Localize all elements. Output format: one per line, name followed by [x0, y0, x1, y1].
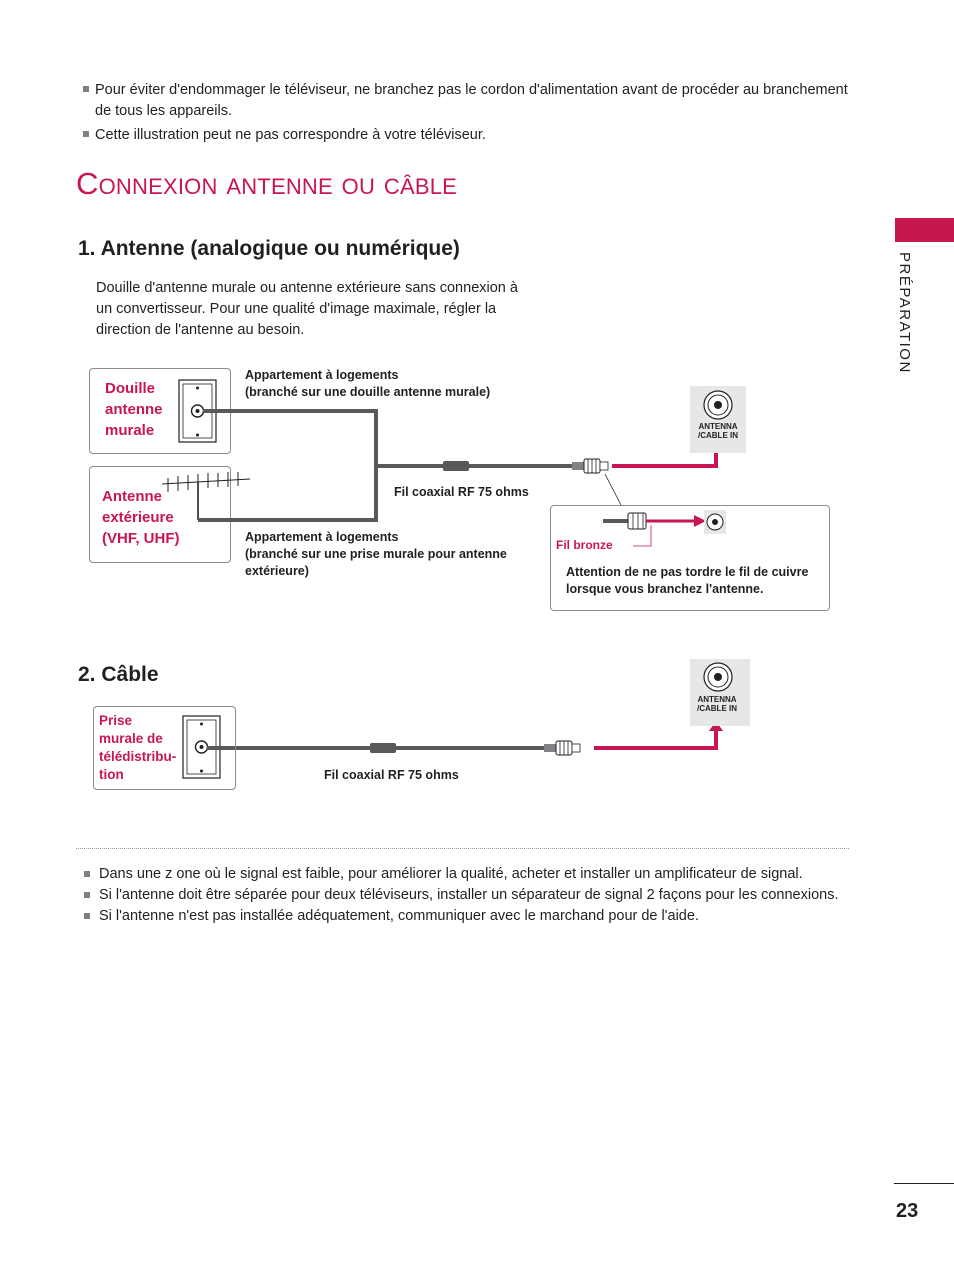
magenta-line-2: [594, 729, 718, 750]
cable-wall-label: Prise murale de télédistribu- tion: [99, 713, 177, 782]
page-title: Connexion antenne ou câble: [76, 166, 458, 201]
inset-connector-icon: [603, 510, 726, 547]
outdoor-antenna-icon: [161, 472, 251, 520]
bullet-icon: [84, 892, 90, 898]
bullet-icon: [84, 913, 90, 919]
section1-intro: Douille d'antenne murale ou antenne exté…: [96, 280, 518, 338]
cable-wall-box: [93, 706, 236, 790]
callout-line: [604, 473, 622, 506]
coax-label-1: Fil coaxial RF 75 ohms: [394, 485, 529, 499]
wall-jack-label: Douille antenne murale: [105, 380, 163, 439]
section-tab-label: PRÉPARATION: [896, 252, 913, 374]
outdoor-antenna-box: [89, 466, 231, 563]
section2-heading: 2. Câble: [78, 663, 159, 686]
page-number: 23: [896, 1200, 919, 1222]
cable-ferrite-2: [370, 743, 396, 753]
port-label-2: ANTENNA /CABLE IN: [697, 695, 737, 713]
port-label-1: ANTENNA /CABLE IN: [698, 422, 738, 440]
bottom-note-2: Si l'antenne doit être séparée pour deux…: [99, 887, 839, 903]
inset-note: Attention de ne pas tordre le fil de cui…: [566, 565, 809, 596]
top-note-2: Cette illustration peut ne pas correspon…: [83, 125, 486, 146]
top-note-1: Pour éviter d'endommager le téléviseur, …: [83, 80, 848, 101]
inset-box: [550, 505, 830, 611]
bottom-note-3: Si l'antenne n'est pas installée adéquat…: [99, 908, 699, 924]
section1-heading: 1. Antenne (analogique ou numérique): [78, 237, 460, 260]
cable-ferrite-1: [443, 461, 469, 471]
bullet-icon: [84, 871, 90, 877]
bullet-icon: [83, 86, 89, 92]
top-note-1-cont: de tous les appareils.: [95, 103, 233, 119]
page-number-rule: [894, 1183, 954, 1184]
section-tab: [895, 218, 954, 242]
magenta-line-1: [612, 447, 718, 468]
coax-connector-2: [544, 740, 581, 756]
bottom-note-1: Dans une z one où le signal est faible, …: [99, 866, 803, 882]
coax-cable-1: [198, 409, 580, 522]
apt-outdoor-caption: Appartement à logements (branché sur une…: [245, 530, 507, 578]
bullet-icon: [83, 131, 89, 137]
apt-wall-caption: Appartement à logements (branché sur une…: [245, 368, 491, 399]
dotted-divider: [76, 848, 849, 849]
outdoor-antenna-label: Antenne extérieure (VHF, UHF): [102, 488, 180, 547]
coax-label-2: Fil coaxial RF 75 ohms: [324, 768, 459, 782]
bronze-wire-label: Fil bronze: [556, 538, 613, 552]
coax-connector-1: [572, 458, 609, 474]
